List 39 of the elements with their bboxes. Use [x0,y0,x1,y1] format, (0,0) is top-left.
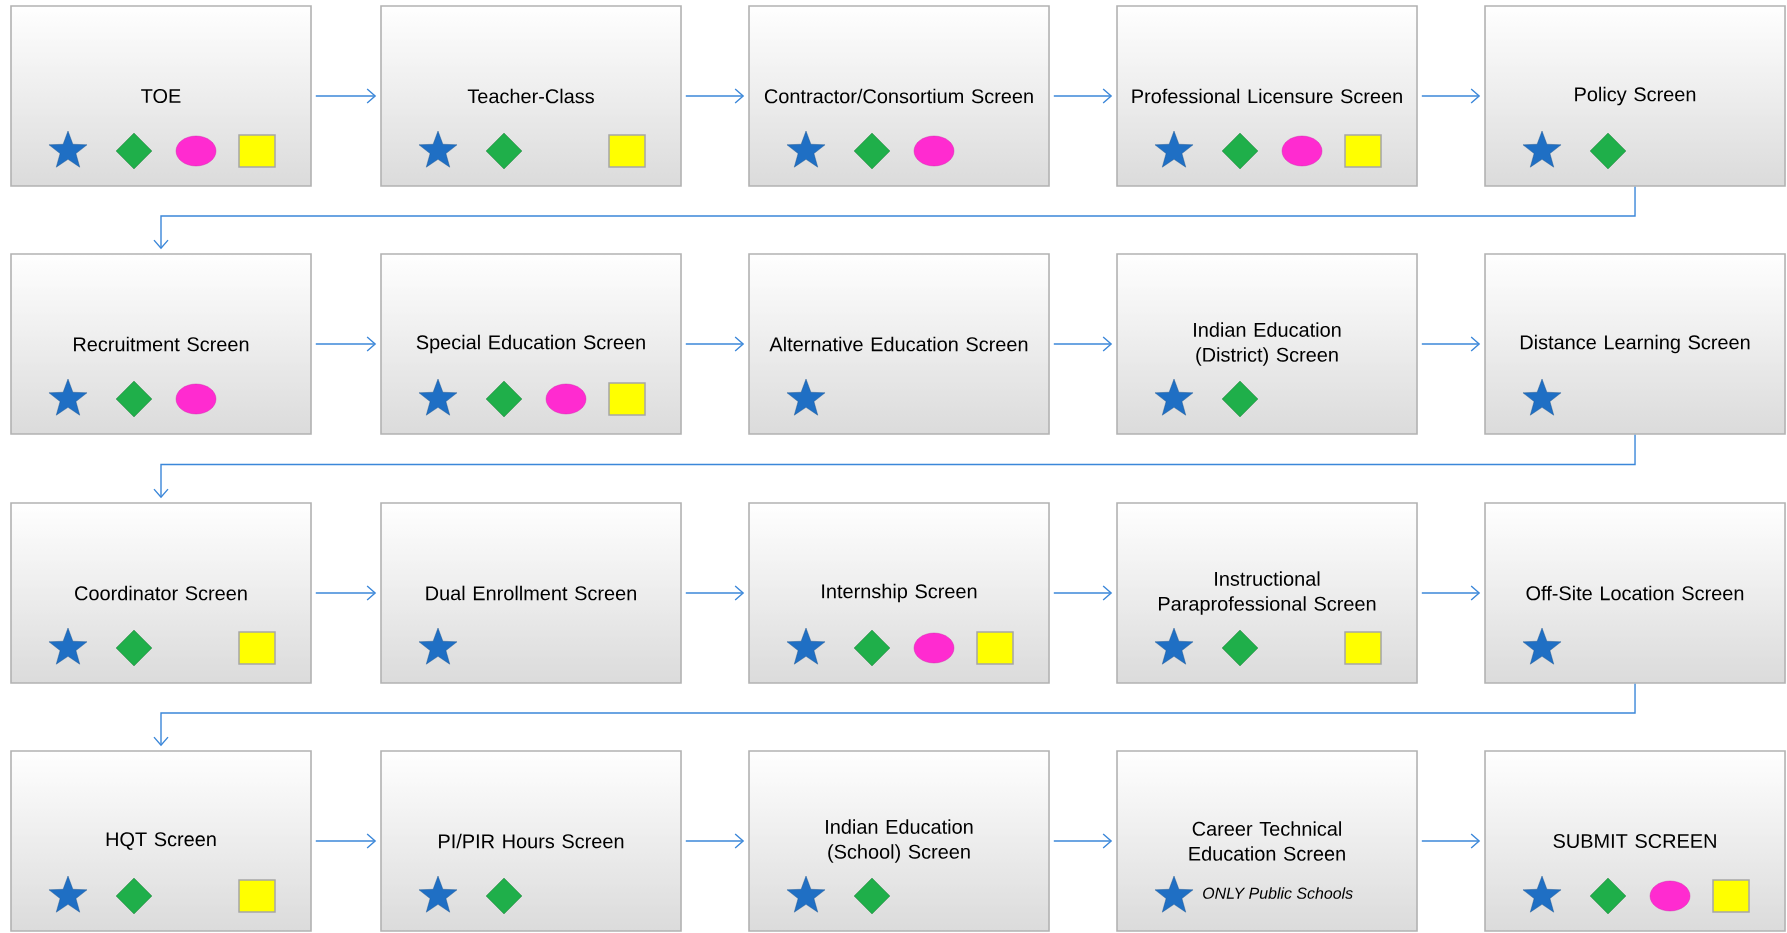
screen-box: Alternative Education Screen [748,253,1050,435]
arrow [1053,833,1113,849]
arrow [685,88,745,104]
screen-box: PI/PIR Hours Screen [380,750,682,932]
screen-box: TOE [10,5,312,187]
arrow [315,336,377,352]
arrow [1421,88,1481,104]
arrow [685,833,745,849]
screen-box: Dual Enrollment Screen [380,502,682,684]
screen-box: SUBMIT SCREEN [1484,750,1786,932]
arrow [1421,336,1481,352]
arrow [1421,585,1481,601]
screen-box: Instructional Paraprofessional Screen [1116,502,1418,684]
screen-box: Recruitment Screen [10,253,312,435]
screen-box: Teacher-Class [380,5,682,187]
screen-box: Off-Site Location Screen [1484,502,1786,684]
screen-box: Internship Screen [748,502,1050,684]
arrow [1053,585,1113,601]
screen-box: Distance Learning Screen [1484,253,1786,435]
arrow [315,585,377,601]
arrow [153,186,1636,250]
arrow [153,683,1636,747]
arrow [685,585,745,601]
screen-box: Coordinator Screen [10,502,312,684]
arrow [315,833,377,849]
arrow [1053,88,1113,104]
arrow [1421,833,1481,849]
arrow [1053,336,1113,352]
screen-box: Policy Screen [1484,5,1786,187]
arrow [315,88,377,104]
arrow [685,336,745,352]
screen-box: Indian Education (District) Screen [1116,253,1418,435]
screen-box: HQT Screen [10,750,312,932]
arrow [153,434,1636,499]
screen-box: Special Education Screen [380,253,682,435]
screen-box: Contractor/Consortium Screen [748,5,1050,187]
note-text: ONLY Public Schools [1203,887,1353,899]
screen-box: Indian Education (School) Screen [748,750,1050,932]
screen-box: Professional Licensure Screen [1116,5,1418,187]
